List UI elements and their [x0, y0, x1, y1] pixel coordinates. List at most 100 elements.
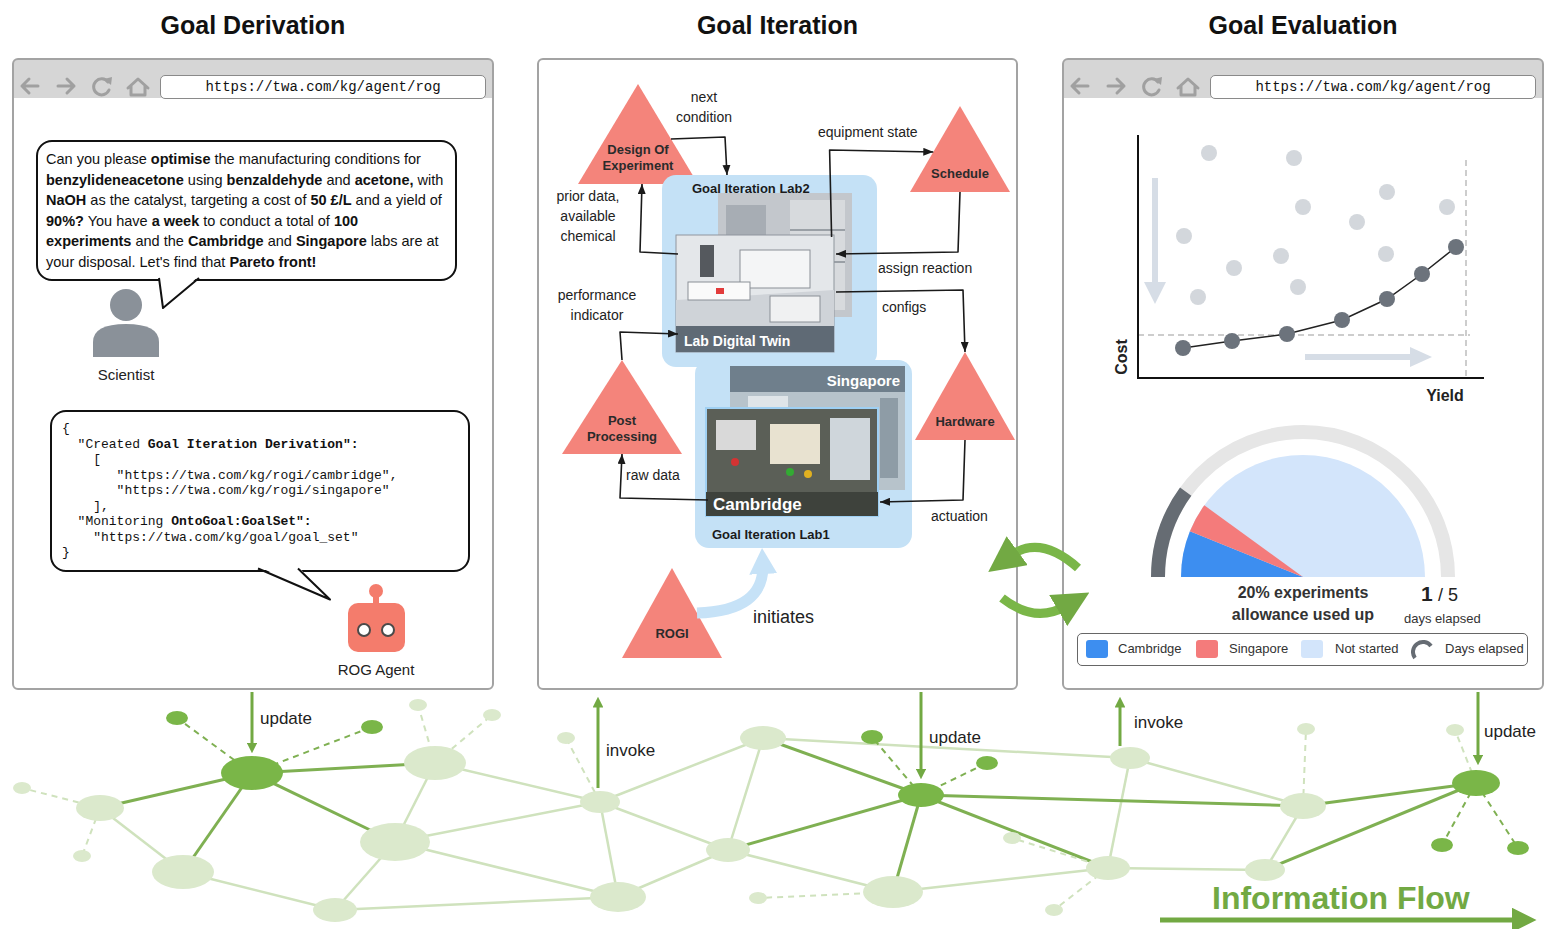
direction-arrow-head [1144, 282, 1166, 304]
invoke-arrow [597, 706, 600, 788]
robot-antenna-stem [373, 595, 379, 605]
graph-link [435, 763, 600, 802]
edge-label-box: assign reaction [878, 258, 972, 278]
text-run: OntoGoal:GoalSet": [171, 514, 311, 529]
text-run: that [201, 254, 225, 270]
lab-photo [718, 193, 852, 317]
graph-link [921, 795, 1303, 806]
code-line: "Monitoring OntoGoal:GoalSet": [62, 514, 458, 530]
graph-node [706, 838, 750, 862]
reload-icon [94, 79, 109, 95]
graph-node [1245, 859, 1285, 881]
triangle-fill [622, 568, 722, 658]
graph-link [1303, 729, 1306, 806]
edge-label: next condition [672, 87, 736, 127]
x-axis [1137, 377, 1484, 379]
text-run: Let's [140, 254, 170, 270]
text-run: using [188, 172, 223, 188]
graph-node [166, 711, 188, 725]
lab-image: Cambridge [708, 410, 880, 518]
edge-label: raw data [626, 465, 680, 485]
edge-label: prior data, available chemical [544, 186, 632, 246]
graph-node [740, 726, 786, 750]
pareto-point [1448, 239, 1464, 255]
lab-line [790, 261, 845, 263]
graph-node [409, 699, 427, 711]
process-panel: Goal IterationDesign Of ExperimentSchedu… [537, 58, 1018, 690]
connector-arrow [830, 150, 934, 237]
graph-link [335, 897, 618, 910]
robot-eye [382, 624, 394, 636]
text-run: optimise [151, 151, 211, 167]
url-bar: https://twa.com/kg/agent/rog [1210, 75, 1536, 99]
lab-line [790, 229, 845, 231]
text-run: Derivation": [265, 437, 359, 452]
legend-swatch [1196, 640, 1218, 658]
text-run: of [430, 192, 442, 208]
gauge-caption: 20% experiments allowance used up [1213, 582, 1393, 626]
legend-text: Days elapsed [1445, 641, 1524, 657]
graph-link [395, 802, 600, 842]
graph-node [861, 730, 883, 744]
caption-strip [676, 326, 834, 352]
graph-node [1297, 723, 1315, 735]
graph-node [580, 791, 620, 813]
edge-label: configs [882, 297, 926, 317]
label-box: update [929, 728, 981, 748]
code-line: { [62, 421, 458, 437]
connector-arrow [671, 137, 727, 175]
scatter-point [1378, 246, 1394, 262]
graph-link [1265, 783, 1476, 870]
graph-node [557, 732, 575, 744]
text-run: disposal. [78, 254, 135, 270]
text-run: at [427, 233, 439, 249]
edge-label-box: performance indicator [548, 285, 646, 325]
graph-node [749, 892, 767, 904]
reload-icon-head [1154, 77, 1162, 85]
lab-image: Lab Digital Twin [678, 237, 836, 354]
icon-label: Scientist [76, 366, 176, 384]
lab-item [731, 458, 739, 466]
bubble-tail-line [159, 278, 199, 308]
speech-bubble: Can you please optimise the manufacturin… [36, 140, 457, 281]
graph-link [618, 850, 728, 897]
pareto-point [1224, 333, 1240, 349]
triangle-fill [578, 84, 698, 184]
text-run: experiments [46, 233, 131, 249]
graph-link [763, 738, 921, 795]
render-cabinet [700, 245, 714, 277]
gauge-track [1158, 432, 1448, 577]
graph-link [728, 795, 921, 850]
graph-node [590, 882, 646, 912]
text-run: for [404, 151, 421, 167]
flow-label: update [1484, 722, 1536, 742]
graph-node [221, 756, 283, 790]
graph-link [600, 738, 763, 802]
text-run: and [135, 233, 159, 249]
panel-title: Goal Iteration [539, 10, 1016, 40]
graph-node [1045, 904, 1063, 916]
graph-node [1507, 841, 1529, 855]
code-line: "Created Goal Iteration Derivation": [62, 437, 458, 453]
label-box: ROG Agent [316, 661, 436, 679]
scatter-point [1286, 150, 1302, 166]
text-run: of [318, 213, 330, 229]
label-box: invoke [606, 741, 655, 761]
graph-link [1130, 758, 1303, 806]
update-arrow [1477, 692, 1480, 756]
text-run: Cambridge [188, 233, 264, 249]
render-bench [688, 282, 750, 300]
label-box: days elapsed [1404, 611, 1481, 627]
agent-name: Post Processing [582, 413, 662, 445]
scatter-point [1290, 279, 1306, 295]
person-head [110, 289, 142, 321]
pareto-point [1414, 266, 1430, 282]
graph-link [566, 738, 600, 802]
text-run: with [418, 172, 444, 188]
agent-triangle: ROGI [622, 568, 722, 658]
exchange-arrow [1002, 598, 1066, 613]
text-run: find [174, 254, 197, 270]
